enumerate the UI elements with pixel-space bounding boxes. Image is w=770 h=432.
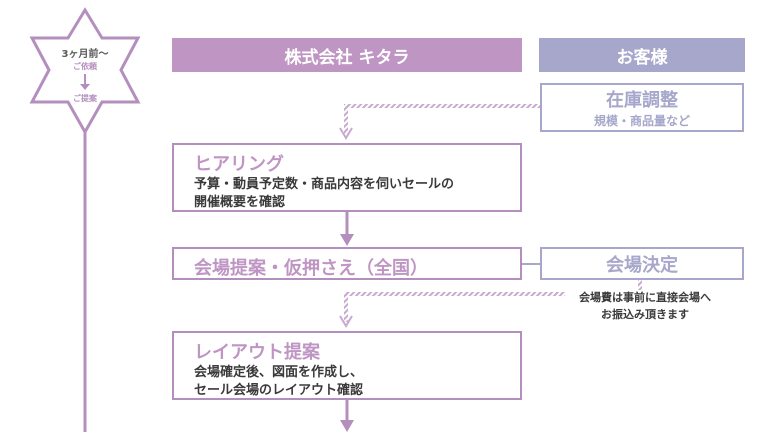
step-venue-proposal-title: 会場提案・仮押さえ（全国） <box>194 258 428 279</box>
company-column-header: 株式会社 キタラ <box>172 38 522 72</box>
step-hearing-body-line2: 開催概要を確認 <box>194 195 286 210</box>
step-inventory-sub: 規模・商品量など <box>593 114 690 128</box>
step-layout-body-line1: 会場確定後、図面を作成し、 <box>194 365 364 380</box>
step-venue-decision-title: 会場決定 <box>606 254 678 276</box>
connector-venue-layout-h <box>345 292 565 296</box>
step-layout-proposal: レイアウト提案 会場確定後、図面を作成し、 セール会場のレイアウト確認 <box>172 331 522 400</box>
connector-venue-layout-v <box>344 292 348 322</box>
timeline-star <box>29 7 141 136</box>
step-venue-proposal: 会場提案・仮押さえ（全国） <box>172 247 522 280</box>
payment-note-line1: 会場費は事前に直接会場へ <box>579 291 711 304</box>
step-inventory-title: 在庫調整 <box>606 90 678 111</box>
step-layout-title: レイアウト提案 <box>194 342 320 363</box>
step-layout-body-line2: セール会場のレイアウト確認 <box>194 383 364 398</box>
step-venue-decision: 会場決定 <box>540 247 744 280</box>
step-hearing: ヒアリング 予算・動員予定数・商品内容を伺いセールの 開催概要を確認 <box>172 143 522 212</box>
payment-note-line2: お振込み頂きます <box>601 308 689 321</box>
timeline-step-proposal: ご提案 <box>73 94 97 103</box>
client-column-header: お客様 <box>539 38 745 72</box>
timeline-step-request: ご依頼 <box>73 62 97 71</box>
timeline-period: 3ヶ月前〜 <box>61 49 109 60</box>
step-inventory: 在庫調整 規模・商品量など <box>540 83 744 132</box>
connector-inventory-hearing-v <box>344 104 348 134</box>
connector-venue-layout-short <box>638 280 642 290</box>
connector-inventory-hearing-h <box>345 104 540 108</box>
step-hearing-body-line1: 予算・動員予定数・商品内容を伺いセールの <box>194 177 455 192</box>
payment-note: 会場費は事前に直接会場へ お振込み頂きます <box>545 289 745 323</box>
step-hearing-title: ヒアリング <box>194 154 284 175</box>
